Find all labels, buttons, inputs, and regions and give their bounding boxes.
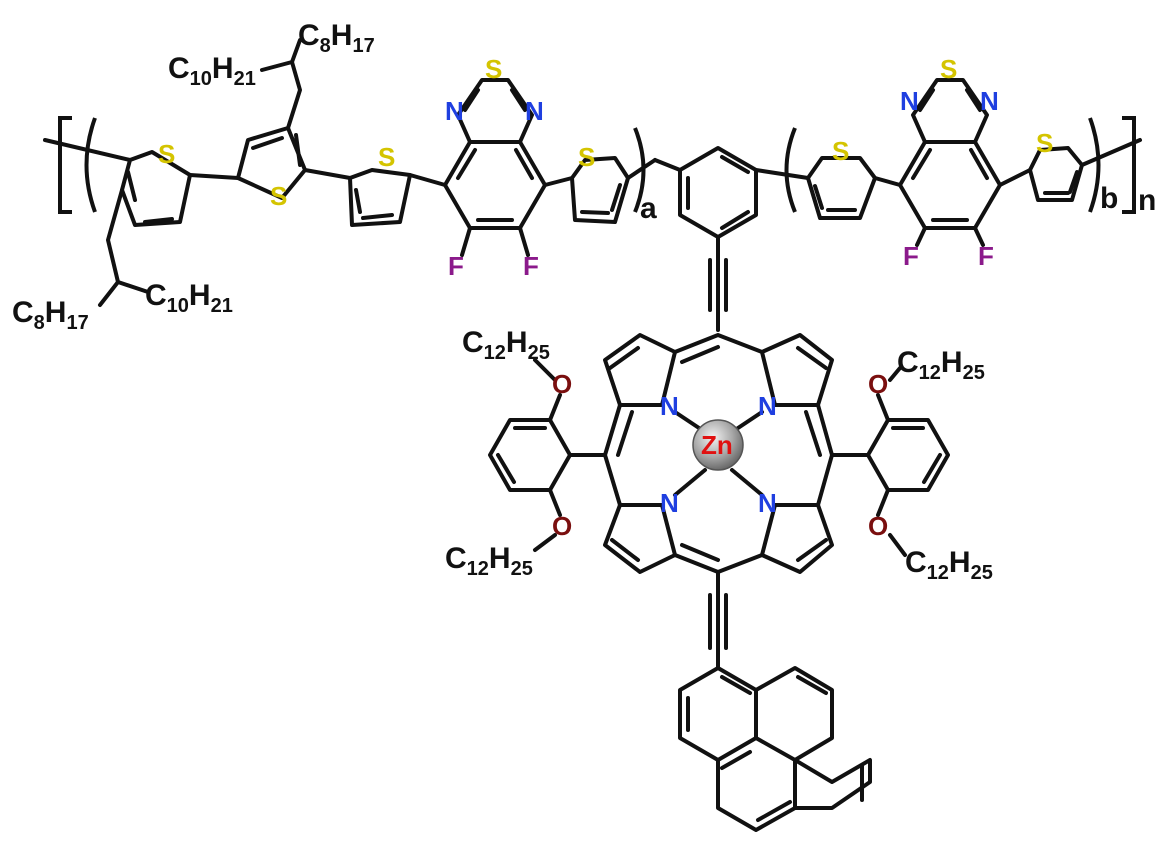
repeat-subscripts: a b n (640, 182, 1156, 225)
nitrogen-label-4: N (980, 86, 999, 116)
group-c8h17-bottom: C8H17 (12, 296, 89, 334)
sulfur-label-6: S (832, 136, 849, 166)
group-c12h25-bottom-left: C12H25 (445, 542, 533, 580)
group-c12h25-bottom-right: C12H25 (905, 546, 993, 584)
backbone-bonds (43, 38, 1142, 332)
sulfur-label-5: S (578, 142, 595, 172)
pyrene-unit (678, 666, 872, 832)
oxygen-label-3: O (868, 369, 888, 399)
outer-bracket-right (1122, 116, 1136, 214)
zinc-sphere (692, 419, 744, 471)
nitrogen-label-1: N (445, 96, 464, 126)
outer-bracket-left (58, 116, 72, 214)
sulfur-label-3: S (378, 142, 395, 172)
sulfur-label-4: S (485, 54, 502, 84)
zinc-label: Zn (701, 430, 733, 460)
inner-paren-left (84, 117, 97, 213)
nitrogen-label-5: N (660, 391, 679, 421)
repeat-label-a: a (640, 192, 657, 225)
fluorine-label-2: F (523, 251, 539, 281)
right-aryl-ring (830, 366, 950, 557)
fluorine-label-1: F (448, 251, 464, 281)
oxygen-label-2: O (552, 511, 572, 541)
nitrogen-label-8: N (758, 488, 777, 518)
sulfur-label-1: S (158, 139, 175, 169)
sulfur-label-7: S (940, 54, 957, 84)
repeat-label-b: b (1100, 182, 1118, 215)
sulfur-label-8: S (1036, 128, 1053, 158)
group-c8h17-top: C8H17 (298, 19, 375, 57)
sulfur-label-2: S (270, 181, 287, 211)
group-c10h21-bottom: C10H21 (145, 279, 233, 317)
group-c10h21-top: C10H21 (168, 52, 256, 90)
nitrogen-label-6: N (758, 391, 777, 421)
nitrogen-label-3: N (900, 86, 919, 116)
oxygen-label-4: O (868, 511, 888, 541)
fluorine-label-4: F (978, 241, 994, 271)
group-c12h25-top-right: C12H25 (897, 346, 985, 384)
atom-labels: S S S S S S S S N N N N N N N N F F F F … (158, 54, 1053, 541)
paren-b-right (1088, 117, 1101, 213)
nitrogen-label-7: N (660, 488, 679, 518)
bottom-alkyne (708, 570, 728, 670)
nitrogen-label-2: N (525, 96, 544, 126)
repeat-label-n: n (1138, 184, 1156, 217)
left-aryl-ring (488, 358, 607, 552)
group-c12h25-top-left: C12H25 (462, 326, 550, 364)
paren-b-left (784, 127, 797, 213)
oxygen-label-1: O (552, 369, 572, 399)
fluorine-label-3: F (903, 241, 919, 271)
alkyl-labels: C8H17 C10H21 C8H17 C10H21 C12H25 C12H25 … (12, 19, 993, 584)
